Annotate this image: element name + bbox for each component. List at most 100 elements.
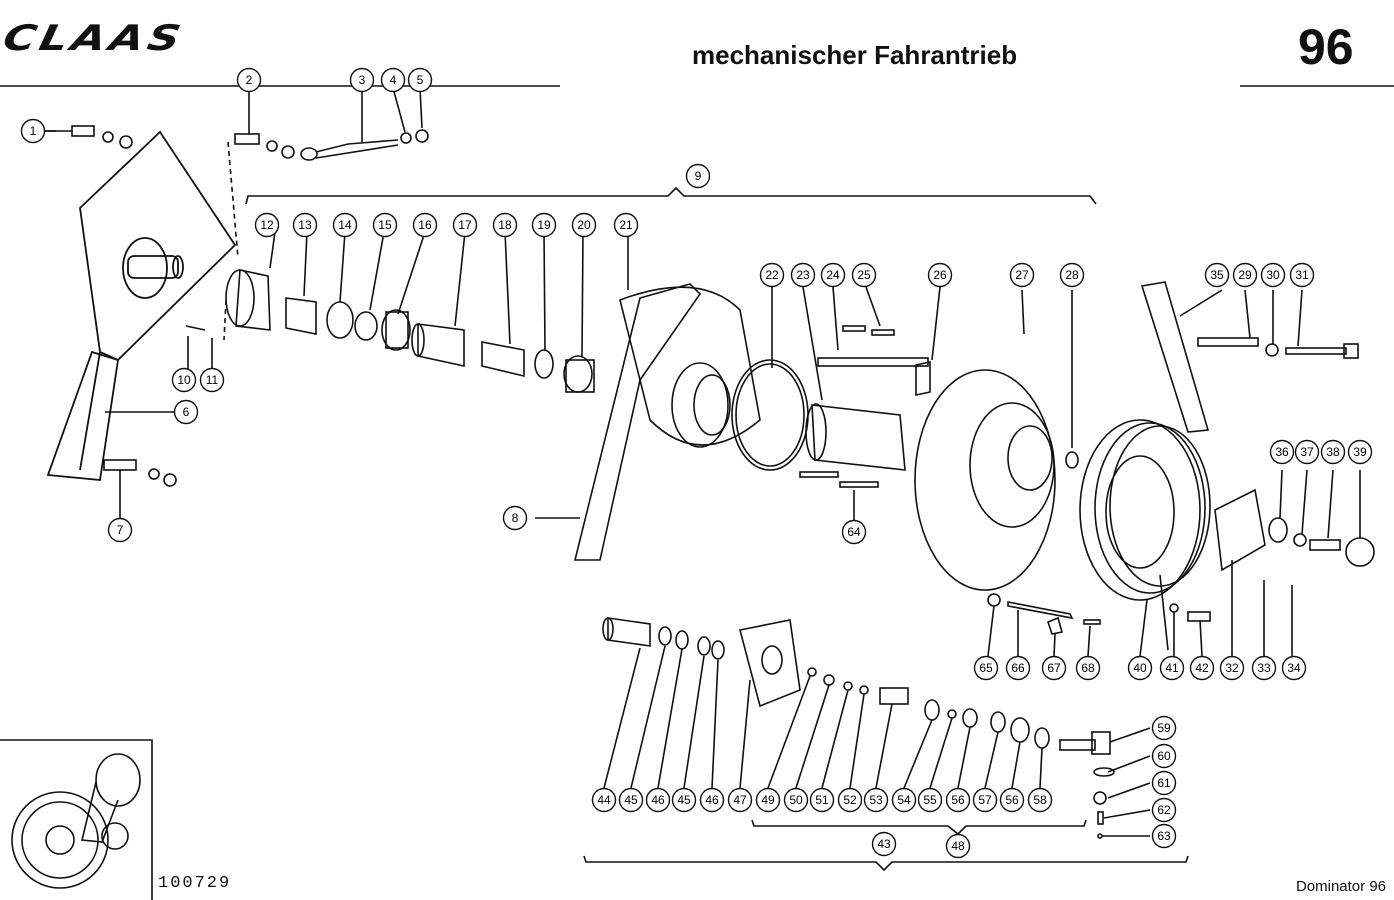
callout-circle — [1269, 439, 1295, 465]
callout-52: 52 — [837, 787, 863, 813]
callout-label: 14 — [338, 218, 352, 232]
callout-circle — [107, 517, 133, 543]
callout-circle — [613, 212, 639, 238]
callout-63: 63 — [1151, 823, 1177, 849]
callout-circle — [871, 831, 897, 857]
callout-label: 54 — [897, 793, 911, 807]
callout-label: 6 — [183, 405, 190, 419]
callout-66: 66 — [1005, 655, 1031, 681]
callout-label: 62 — [1157, 803, 1171, 817]
callout-45: 45 — [671, 787, 697, 813]
callout-18: 18 — [492, 212, 518, 238]
callout-5: 5 — [407, 67, 433, 93]
callout-circle — [1005, 655, 1031, 681]
callout-circle — [685, 163, 711, 189]
callout-34: 34 — [1281, 655, 1307, 681]
callout-32: 32 — [1219, 655, 1245, 681]
callout-circle — [380, 67, 406, 93]
callout-43: 43 — [871, 831, 897, 857]
callout-label: 15 — [378, 218, 392, 232]
callout-8: 8 — [502, 505, 528, 531]
lower-shaft-parts — [583, 617, 1189, 872]
callout-label: 36 — [1275, 445, 1289, 459]
callout-label: 56 — [951, 793, 965, 807]
callout-61: 61 — [1151, 770, 1177, 796]
callout-39: 39 — [1347, 439, 1373, 465]
callout-circle — [863, 787, 889, 813]
callout-57: 57 — [972, 787, 998, 813]
callout-label: 52 — [843, 793, 857, 807]
callout-62: 62 — [1151, 797, 1177, 823]
callout-circle — [927, 262, 953, 288]
callout-circle — [1159, 655, 1185, 681]
callout-circle — [1204, 262, 1230, 288]
callout-label: 53 — [869, 793, 883, 807]
callout-label: 20 — [577, 218, 591, 232]
bracket-part-6 — [46, 130, 237, 481]
callout-circle — [1151, 797, 1177, 823]
callout-label: 66 — [1011, 661, 1025, 675]
callout-label: 31 — [1295, 268, 1309, 282]
callout-circle — [1294, 439, 1320, 465]
callout-30: 30 — [1260, 262, 1286, 288]
callout-circle — [1260, 262, 1286, 288]
callout-20: 20 — [571, 212, 597, 238]
callout-29: 29 — [1232, 262, 1258, 288]
callout-42: 42 — [1189, 655, 1215, 681]
callout-circle — [502, 505, 528, 531]
callout-circle — [171, 367, 197, 393]
callout-40: 40 — [1127, 655, 1153, 681]
callout-circle — [699, 787, 725, 813]
callout-label: 18 — [498, 218, 512, 232]
callout-10: 10 — [171, 367, 197, 393]
callout-circle — [292, 212, 318, 238]
callout-circle — [783, 787, 809, 813]
callout-label: 48 — [951, 839, 965, 853]
callout-label: 3 — [359, 73, 366, 87]
callout-label: 46 — [651, 793, 665, 807]
callout-14: 14 — [332, 212, 358, 238]
callout-17: 17 — [452, 212, 478, 238]
callout-label: 58 — [1033, 793, 1047, 807]
callout-68: 68 — [1075, 655, 1101, 681]
callout-54: 54 — [891, 787, 917, 813]
callout-circle — [972, 787, 998, 813]
variator-pulley — [1079, 281, 1375, 657]
callout-53: 53 — [863, 787, 889, 813]
callout-label: 61 — [1157, 776, 1171, 790]
callout-label: 64 — [847, 525, 861, 539]
callout-circle — [412, 212, 438, 238]
callout-label: 43 — [877, 837, 891, 851]
callout-60: 60 — [1151, 743, 1177, 769]
callout-circle — [1151, 715, 1177, 741]
callout-circle — [1219, 655, 1245, 681]
callout-13: 13 — [292, 212, 318, 238]
callout-12: 12 — [254, 212, 280, 238]
callout-22: 22 — [759, 262, 785, 288]
callout-circle — [236, 67, 262, 93]
callout-circle — [1251, 655, 1277, 681]
callout-circle — [1232, 262, 1258, 288]
callout-circle — [809, 787, 835, 813]
callout-circle — [173, 399, 199, 425]
callout-31: 31 — [1289, 262, 1315, 288]
callout-label: 67 — [1047, 661, 1061, 675]
callout-58: 58 — [1027, 787, 1053, 813]
fasteners-top — [44, 87, 429, 259]
callout-label: 7 — [117, 523, 124, 537]
callout-label: 49 — [761, 793, 775, 807]
callout-label: 39 — [1353, 445, 1367, 459]
callout-59: 59 — [1151, 715, 1177, 741]
callout-circle — [891, 787, 917, 813]
callout-circle — [759, 262, 785, 288]
callout-label: 27 — [1015, 268, 1029, 282]
callout-67: 67 — [1041, 655, 1067, 681]
callout-label: 42 — [1195, 661, 1209, 675]
fasteners-bottom — [44, 130, 227, 518]
callout-49: 49 — [755, 787, 781, 813]
page-title: mechanischer Fahrantrieb — [692, 40, 1018, 70]
callout-label: 41 — [1165, 661, 1179, 675]
